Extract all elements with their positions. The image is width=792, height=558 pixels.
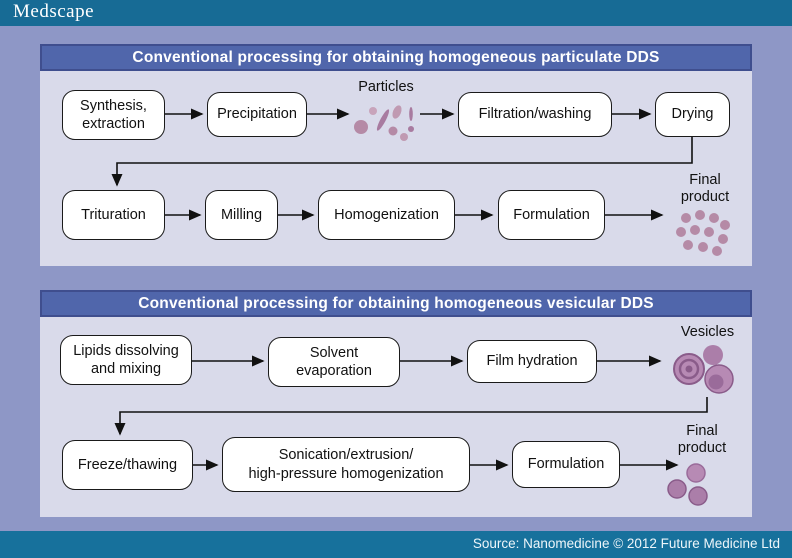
panel-particulate-title: Conventional processing for obtaining ho… [132, 48, 660, 66]
caption-vesicles: Vesicles [680, 324, 735, 340]
particles-icon [352, 98, 424, 149]
connector-arrows-vesicular [114, 355, 708, 471]
panel-particulate-header: Conventional processing for obtaining ho… [40, 44, 752, 71]
flow-box-drying: Drying [655, 92, 730, 137]
flow-box-sonication-extrusion: Sonication/extrusion/ high-pressure homo… [222, 437, 470, 492]
flow-box-solvent-evaporation: Solvent evaporation [268, 337, 400, 387]
flow-box-synthesis-extraction: Synthesis, extraction [62, 90, 165, 140]
caption-particles: Particles [358, 79, 414, 95]
panel-vesicular-body: Lipids dissolving and mixing Solvent eva… [40, 317, 752, 517]
panel-vesicular-title: Conventional processing for obtaining ho… [138, 294, 654, 312]
connector-arrows-particulate [111, 108, 693, 221]
flow-box-formulation-1: Formulation [498, 190, 605, 240]
footer-bar: Source: Nanomedicine © 2012 Future Medic… [0, 531, 792, 558]
panel-vesicular-header: Conventional processing for obtaining ho… [40, 290, 752, 317]
flow-box-homogenization: Homogenization [318, 190, 455, 240]
flow-box-milling: Milling [205, 190, 278, 240]
panel-particulate-dds: Conventional processing for obtaining ho… [40, 44, 752, 266]
final-product-vesicles-icon [662, 462, 724, 517]
caption-final-product-vesicular: Final product [677, 423, 727, 457]
flow-box-formulation-2: Formulation [512, 441, 620, 488]
panel-vesicular-dds: Conventional processing for obtaining ho… [40, 290, 752, 517]
flow-box-trituration: Trituration [62, 190, 165, 240]
flow-box-film-hydration: Film hydration [467, 340, 597, 383]
vesicles-icon [670, 343, 745, 404]
final-product-dots-icon [673, 209, 743, 264]
source-text: Source: Nanomedicine © 2012 Future Medic… [472, 536, 780, 551]
caption-final-product-particulate: Final product [680, 172, 730, 206]
top-bar: Medscape [0, 0, 792, 26]
flow-box-freeze-thawing: Freeze/thawing [62, 440, 193, 490]
medscape-logo: Medscape [13, 1, 95, 22]
flow-box-lipids-dissolving: Lipids dissolving and mixing [60, 335, 192, 385]
flow-box-precipitation: Precipitation [207, 92, 307, 137]
flow-box-filtration-washing: Filtration/washing [458, 92, 612, 137]
panel-particulate-body: Synthesis, extraction Precipitation Filt… [40, 71, 752, 266]
